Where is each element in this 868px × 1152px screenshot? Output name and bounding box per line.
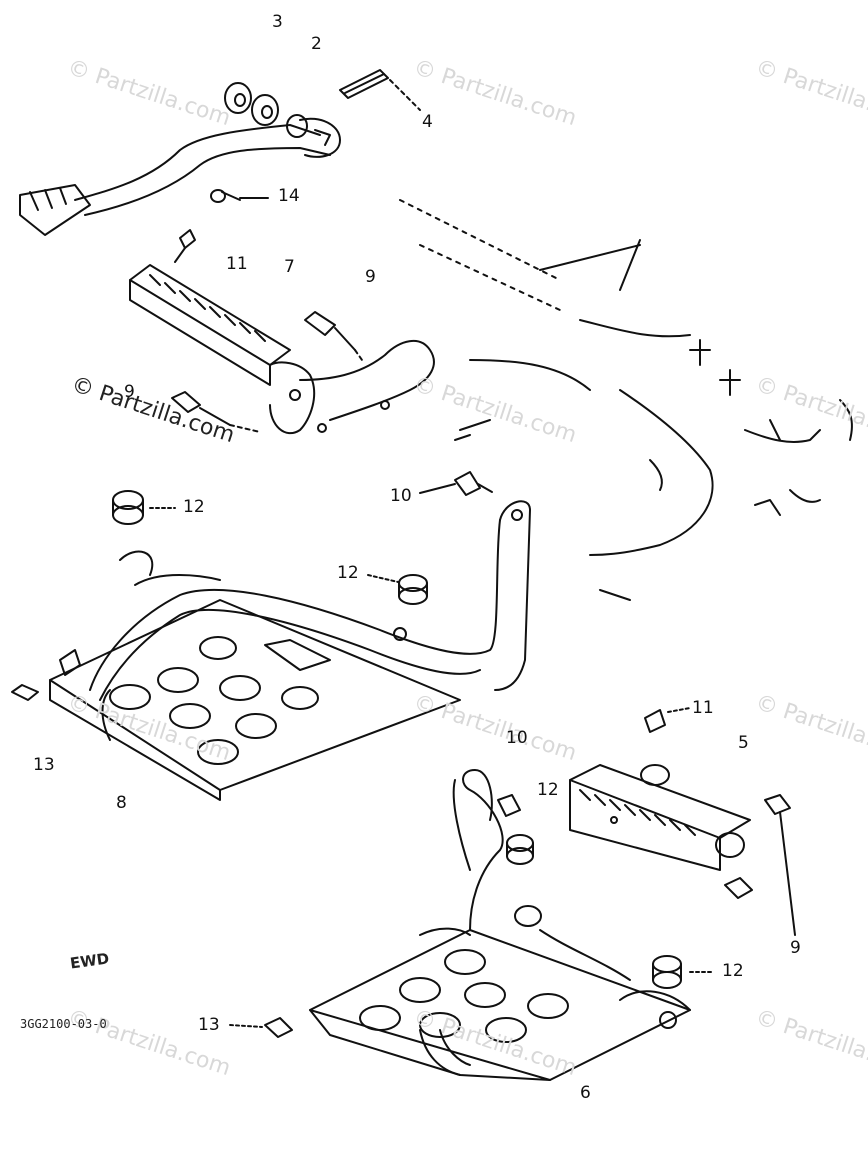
callout-13: 13	[33, 755, 55, 775]
bolt-13-left	[11, 684, 39, 701]
rubber-12-right	[398, 574, 428, 605]
callout-12: 12	[337, 563, 359, 583]
rubber-12-bottom-right	[652, 955, 682, 989]
callout-6: 6	[580, 1083, 591, 1103]
callout-9: 9	[365, 267, 376, 287]
pin-4	[339, 69, 389, 99]
frame-section	[454, 239, 853, 601]
step-plate-6	[309, 769, 691, 1081]
footrest-bracket-7	[129, 229, 435, 435]
callout-8: 8	[116, 793, 127, 813]
bolt-9-right	[764, 794, 796, 936]
callout-10: 10	[390, 486, 412, 506]
washer-3	[224, 82, 252, 114]
callout-13: 13	[198, 1015, 220, 1035]
callout-9: 9	[124, 382, 135, 402]
callout-12: 12	[722, 961, 744, 981]
callout-11: 11	[226, 254, 248, 274]
callout-4: 4	[422, 112, 433, 132]
rubber-12-bottom-left	[506, 834, 534, 865]
bolt-10-lower	[497, 794, 521, 817]
callout-7: 7	[284, 257, 295, 277]
diagram-code: 3GG2100-03-0	[20, 1017, 107, 1031]
brake-pedal	[19, 117, 341, 236]
bushing	[286, 114, 308, 138]
footrest-5	[569, 764, 751, 871]
callout-12: 12	[537, 780, 559, 800]
bolt-13-bottom	[264, 1017, 293, 1038]
bolt-11-right	[644, 709, 666, 733]
callout-3: 3	[272, 12, 283, 32]
callout-14: 14	[278, 186, 300, 206]
callout-12: 12	[183, 497, 205, 517]
callout-10: 10	[506, 728, 528, 748]
bolt-9-upper	[304, 311, 356, 351]
callout-2: 2	[311, 34, 322, 54]
step-plate-8	[49, 500, 531, 801]
callout-5: 5	[738, 733, 749, 753]
bolt-14	[210, 189, 241, 203]
callout-9: 9	[790, 938, 801, 958]
nut-right	[724, 877, 753, 899]
bolt-9-left	[171, 391, 231, 426]
washer-2	[251, 94, 279, 126]
callout-11: 11	[692, 698, 714, 718]
rubber-12-left	[112, 490, 144, 525]
bolt-10-upper	[454, 471, 493, 496]
